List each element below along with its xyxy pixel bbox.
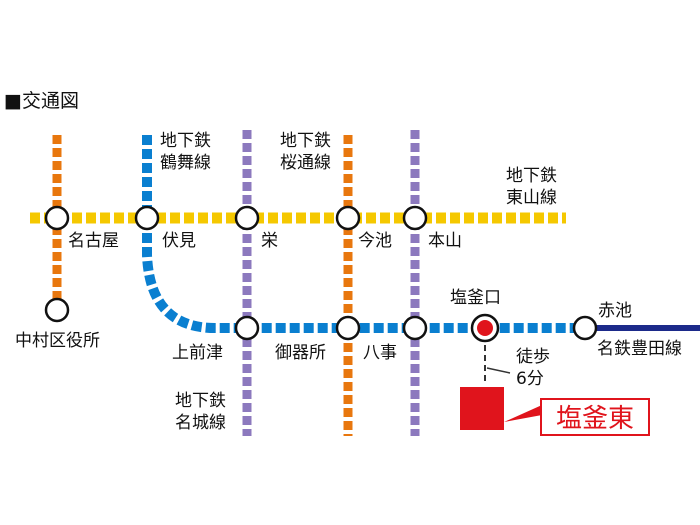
map-title: ■交通図 [4, 90, 79, 112]
walk-leader [486, 367, 511, 374]
destination-marker [460, 387, 504, 430]
station-gokiso-marker[interactable] [335, 315, 361, 341]
station-sakae: 栄 [261, 231, 278, 251]
station-yagoto: 八事 [363, 343, 397, 363]
callout-pointer [504, 405, 542, 422]
line-label-meitetsu: 名鉄豊田線 [597, 339, 682, 359]
line-label-higashiyama: 地下鉄東山線 [506, 166, 557, 208]
station-fushimi: 伏見 [162, 231, 196, 251]
station-kamimaezu: 上前津 [172, 343, 223, 363]
station-akaike-marker[interactable] [572, 315, 598, 341]
destination-label: 塩釜東 [540, 398, 650, 436]
station-imaike: 今池 [358, 231, 392, 251]
station-akaike: 赤池 [598, 301, 632, 321]
line-label-meijo: 地下鉄名城線 [175, 391, 226, 433]
station-motoyama: 本山 [428, 231, 462, 251]
line-label-tsurumai: 地下鉄鶴舞線 [160, 131, 211, 173]
nearest-station-dot [477, 320, 493, 336]
line-tsurumai [142, 135, 580, 333]
station-yagoto-marker[interactable] [402, 315, 428, 341]
station-nagoya-marker[interactable] [44, 205, 70, 231]
station-nakamura: 中村区役所 [15, 331, 100, 351]
station-nakamura-marker[interactable] [44, 297, 70, 323]
station-imaike-marker[interactable] [335, 205, 361, 231]
station-kamimaezu-marker[interactable] [234, 315, 260, 341]
station-gokiso: 御器所 [275, 343, 326, 363]
station-sakae-marker[interactable] [234, 205, 260, 231]
line-label-sakuradori: 地下鉄桜通線 [280, 131, 331, 173]
station-shiogamaguchi: 塩釜口 [450, 288, 501, 308]
station-fushimi-marker[interactable] [134, 205, 160, 231]
station-nagoya: 名古屋 [68, 231, 119, 251]
station-motoyama-marker[interactable] [402, 205, 428, 231]
